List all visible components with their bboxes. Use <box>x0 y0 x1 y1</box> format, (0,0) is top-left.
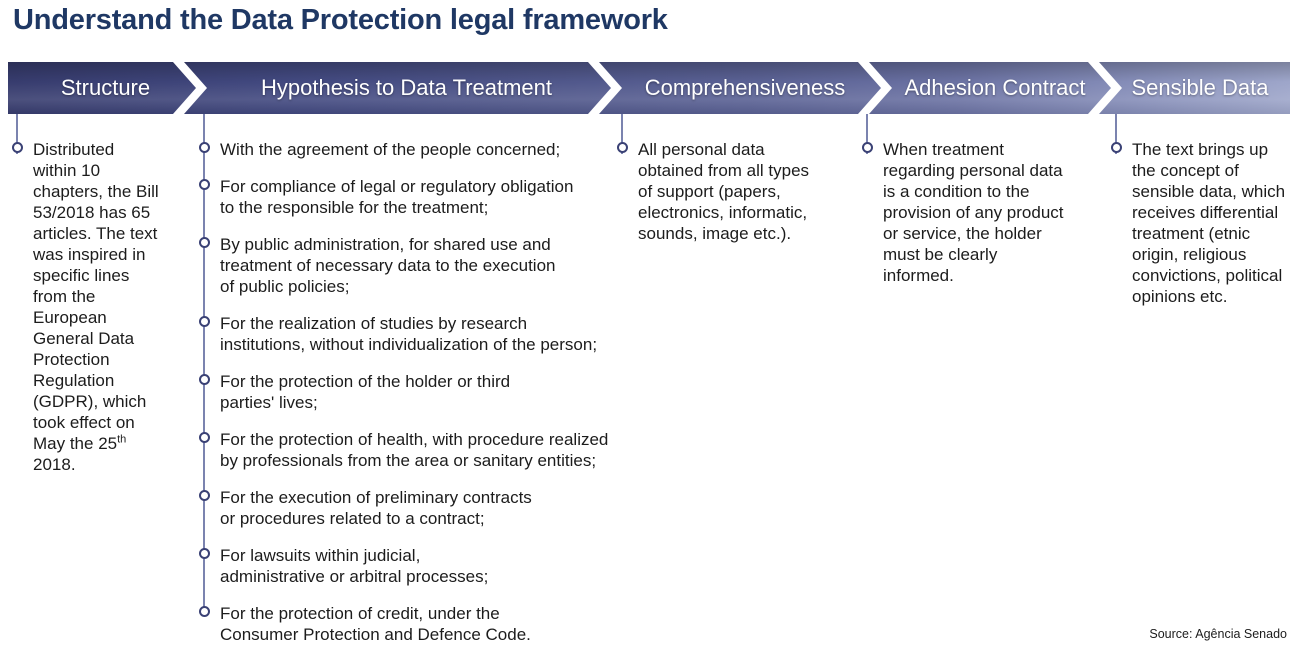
column-adhesion-contract: When treatment regarding personal data i… <box>862 114 1100 302</box>
list-item: With the agreement of the people concern… <box>199 139 661 160</box>
bullet-text-tail: 2018. <box>33 455 76 474</box>
bullet-marker-icon <box>199 142 210 153</box>
column-structure: Distributed within 10 chapters, the Bill… <box>12 114 188 491</box>
chevron-right-icon <box>588 62 622 114</box>
bullet-marker-icon <box>862 142 873 153</box>
list-item: All personal data obtained from all type… <box>617 139 855 244</box>
bullet-text: When treatment regarding personal data i… <box>883 140 1064 285</box>
header-segment-hypothesis: Hypothesis to Data Treatment <box>260 75 553 100</box>
bullet-marker-icon <box>199 432 210 443</box>
bullet-text: The text brings up the concept of sensib… <box>1132 140 1286 306</box>
bullet-text-superscript: th <box>117 433 127 446</box>
bullet-marker-icon <box>12 142 23 153</box>
header-segment-adhesion-contract: Adhesion Contract <box>904 75 1086 100</box>
chevron-right-icon <box>858 62 892 114</box>
list-item: The text brings up the concept of sensib… <box>1111 139 1295 307</box>
list-item: For the protection of credit, under the … <box>199 603 661 645</box>
bullet-marker-icon <box>1111 142 1122 153</box>
header-segment-comprehensiveness: Comprehensiveness <box>644 75 846 100</box>
list-item: For the protection of the holder or thir… <box>199 371 661 413</box>
bullet-text: Distributed within 10 chapters, the Bill… <box>33 139 159 475</box>
connector-line <box>203 114 205 612</box>
bullet-marker-icon <box>617 142 628 153</box>
bullet-marker-icon <box>199 179 210 190</box>
connector-line <box>866 114 868 154</box>
header-segment-structure: Structure <box>60 75 151 100</box>
bullet-marker-icon <box>199 490 210 501</box>
column-sensible-data: The text brings up the concept of sensib… <box>1111 114 1295 323</box>
bullet-text: All personal data obtained from all type… <box>638 140 810 243</box>
list-item: For the protection of health, with proce… <box>199 429 661 471</box>
connector-line <box>621 114 623 154</box>
connector-line <box>16 114 18 154</box>
list-item: For the realization of studies by resear… <box>199 313 661 355</box>
column-hypothesis: With the agreement of the people concern… <box>199 114 661 661</box>
column-comprehensiveness: All personal data obtained from all type… <box>617 114 855 260</box>
bullet-text: For the protection of the holder or thir… <box>220 372 511 412</box>
page-title: Understand the Data Protection legal fra… <box>13 4 668 36</box>
bullet-marker-icon <box>199 237 210 248</box>
bullet-text: By public administration, for shared use… <box>220 235 556 296</box>
bullet-text: For the realization of studies by resear… <box>220 314 598 354</box>
source-attribution: Source: Agência Senado <box>1149 627 1287 641</box>
list-item: For lawsuits within judicial, administra… <box>199 545 661 587</box>
bullet-marker-icon <box>199 548 210 559</box>
process-header-bar: Structure Hypothesis to Data Treatment C… <box>8 62 1290 114</box>
list-item: By public administration, for shared use… <box>199 234 661 297</box>
bullet-text: For the protection of credit, under the … <box>220 604 531 644</box>
bullet-marker-icon <box>199 606 210 617</box>
bullet-text-main: Distributed within 10 chapters, the Bill… <box>33 140 159 453</box>
bullet-text: For the protection of health, with proce… <box>220 430 609 470</box>
header-segment-sensible-data: Sensible Data <box>1131 75 1269 100</box>
bullet-text: For compliance of legal or regulatory ob… <box>220 177 574 217</box>
connector-line <box>1115 114 1117 154</box>
bullet-marker-icon <box>199 374 210 385</box>
bullet-marker-icon <box>199 316 210 327</box>
bullet-text: For the execution of preliminary contrac… <box>220 488 532 528</box>
chevron-right-icon <box>1088 62 1122 114</box>
list-item: Distributed within 10 chapters, the Bill… <box>12 139 188 475</box>
list-item: When treatment regarding personal data i… <box>862 139 1100 286</box>
list-item: For the execution of preliminary contrac… <box>199 487 661 529</box>
bullet-text: With the agreement of the people concern… <box>220 140 561 159</box>
chevron-right-icon <box>173 62 207 114</box>
bullet-text: For lawsuits within judicial, administra… <box>220 546 489 586</box>
list-item: For compliance of legal or regulatory ob… <box>199 176 661 218</box>
